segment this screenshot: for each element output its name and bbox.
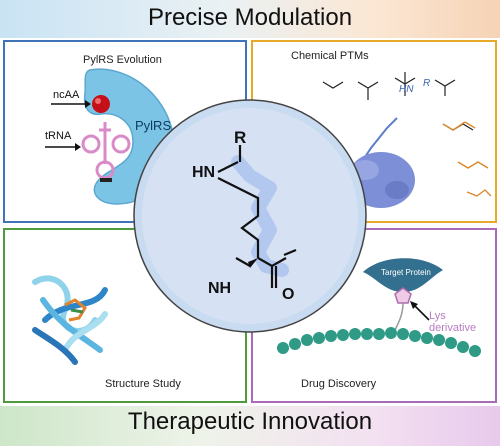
center-hn-label: HN bbox=[192, 164, 216, 181]
bottom-title: Therapeutic Innovation bbox=[127, 408, 373, 435]
pylrs-enzyme-label: PylRS bbox=[135, 118, 172, 133]
center-r-label: R bbox=[234, 128, 247, 147]
pylrs-enzyme-shape bbox=[83, 68, 175, 205]
target-protein-label: Target Protein bbox=[381, 268, 431, 277]
ligand-icon bbox=[64, 298, 87, 322]
ptm-protein-icon bbox=[347, 152, 415, 208]
target-protein-icon bbox=[363, 258, 443, 292]
structure-illustration bbox=[32, 275, 108, 365]
protein-ribbon-icon bbox=[32, 275, 108, 365]
center-nh-label: NH bbox=[208, 280, 232, 297]
panel-pylrs-evolution: PylRS Evolution ncAA tRNA PylRS bbox=[3, 40, 247, 223]
ptm-hn-label: HN bbox=[399, 84, 414, 95]
panel-drug-title: Drug Discovery bbox=[301, 378, 377, 390]
panel-chemical-ptms: Chemical PTMs HN R bbox=[251, 40, 497, 223]
panel-pylrs-title: PylRS Evolution bbox=[83, 54, 162, 66]
bead-chain-icon bbox=[277, 327, 481, 357]
drug-illustration bbox=[277, 258, 481, 357]
lys-arrow-icon bbox=[412, 303, 430, 321]
ptm-illustration bbox=[322, 72, 492, 208]
ncaa-ball-icon bbox=[92, 95, 110, 113]
trna-label: tRNA bbox=[45, 130, 72, 142]
lys-derivative-label: Lys derivative bbox=[429, 310, 477, 334]
ncaa-label: ncAA bbox=[53, 89, 80, 101]
panel-structure-title: Structure Study bbox=[105, 378, 181, 390]
ptm-methyl-structures bbox=[322, 72, 474, 131]
ptm-acyl-structures bbox=[442, 121, 492, 197]
ptm-r-label: R bbox=[423, 78, 431, 89]
top-banner bbox=[0, 0, 500, 38]
bottom-banner bbox=[0, 406, 500, 446]
panel-structure-study: Structure Study bbox=[3, 228, 247, 403]
panel-drug-discovery: Target Protein Lys derivative Drug Disco… bbox=[251, 228, 497, 403]
top-title: Precise Modulation bbox=[147, 4, 353, 31]
panel-ptm-title: Chemical PTMs bbox=[291, 50, 369, 62]
pylrs-illustration bbox=[45, 68, 175, 205]
center-o-label: O bbox=[282, 286, 295, 303]
